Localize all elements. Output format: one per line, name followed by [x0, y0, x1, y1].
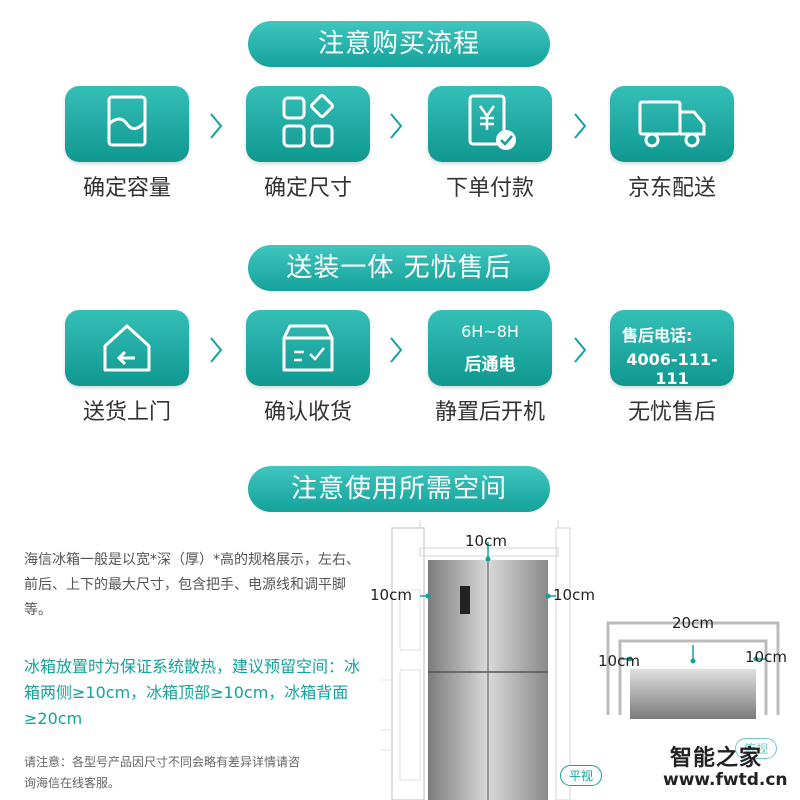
yen-payment-icon	[468, 94, 516, 150]
top-left-dim: 10cm	[598, 652, 640, 670]
tile-capacity	[65, 86, 189, 162]
front-top-dim: 10cm	[465, 532, 507, 550]
step-label: 确认收货	[263, 400, 352, 425]
tile-size	[246, 86, 370, 162]
tile-payment	[428, 86, 552, 162]
confirm-box-icon	[282, 324, 334, 372]
hotline-label: 售后电话:	[622, 326, 693, 345]
chevron-right-icon	[390, 113, 403, 139]
section-title-delivery-service: 送装一体 无忧售后	[248, 245, 550, 291]
chevron-right-icon	[574, 113, 587, 139]
step-label: 京东配送	[627, 176, 716, 201]
power-on-text: 后通电	[464, 355, 516, 375]
front-view-badge: 平视	[560, 765, 603, 786]
chevron-right-icon	[210, 337, 223, 363]
intro-text: 海信冰箱一般是以宽*深（厚）*高的规格展示，左右、前后、上下的最大尺寸，包含把手…	[24, 552, 360, 618]
section-title-space-required: 注意使用所需空间	[248, 466, 550, 512]
capacity-icon	[107, 95, 147, 147]
top-back-dim: 20cm	[672, 614, 714, 632]
note-text: 请注意：各型号产品因尺寸不同会略有差异详情请咨询海信在线客服。	[24, 755, 301, 790]
step-label: 无忧售后	[627, 400, 716, 425]
hotline-number: 4006-111-111	[626, 350, 718, 388]
tile-after-sales: 售后电话: 4006-111-111	[610, 310, 734, 388]
fridge-front-view	[380, 520, 571, 800]
front-left-dim: 10cm	[370, 586, 412, 604]
step-label: 下单付款	[445, 176, 534, 201]
tile-delivery	[610, 86, 734, 162]
delivery-truck-icon	[638, 100, 706, 148]
chevron-right-icon	[574, 337, 587, 363]
advice-text: 冰箱放置时为保证系统散热，建议预留空间：冰箱两侧≥10cm，冰箱顶部≥10cm，…	[24, 657, 361, 728]
size-grid-icon	[282, 94, 334, 148]
section-title-purchase-flow: 注意购买流程	[248, 21, 550, 67]
watermark-url: www.fwtd.cn	[663, 770, 788, 790]
tile-confirm-receipt	[246, 310, 370, 386]
top-right-dim: 10cm	[745, 648, 787, 666]
step-label: 确定容量	[82, 176, 171, 201]
step-label: 静置后开机	[434, 400, 545, 425]
fridge-top-view	[606, 621, 780, 719]
chevron-right-icon	[390, 337, 403, 363]
home-delivery-icon	[103, 324, 151, 372]
top-view-badge: 俯视	[735, 738, 778, 759]
standing-hours: 6H~8H	[461, 322, 519, 341]
chevron-right-icon	[210, 113, 223, 139]
tile-home-delivery	[65, 310, 189, 386]
watermark-title: 智能之家	[670, 746, 763, 771]
step-label: 送货上门	[82, 400, 171, 425]
tile-standing-time: 6H~8H 后通电	[428, 310, 552, 386]
step-label: 确定尺寸	[263, 176, 352, 201]
front-right-dim: 10cm	[553, 586, 595, 604]
